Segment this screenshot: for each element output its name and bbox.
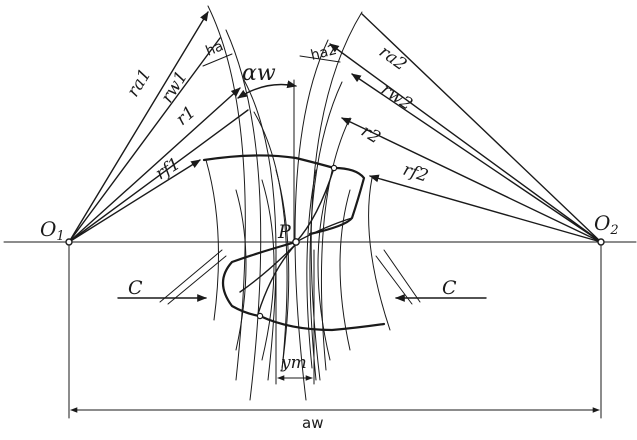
label-o2: O2 [594, 211, 619, 238]
label-ha2: ha2 [309, 42, 338, 64]
label-alpha-w: αw [242, 61, 276, 86]
label-ra2: ra2 [375, 42, 410, 75]
label-ym: ym [280, 353, 307, 373]
alpha-arc [237, 80, 297, 99]
label-rw1: rw1 [157, 68, 192, 107]
label-rf1: rf1 [152, 154, 184, 184]
label-ra1: ra1 [123, 65, 155, 100]
pitch-point-p [292, 238, 300, 246]
center-o1 [65, 238, 73, 246]
tooth-outline-heavy [202, 154, 386, 332]
contact-point-lower [256, 312, 264, 320]
label-ha: ha [204, 38, 226, 59]
label-c-left: C [128, 277, 143, 299]
label-r2: r2 [357, 121, 384, 148]
label-rf2: rf2 [400, 160, 430, 187]
label-r1: r1 [172, 102, 199, 130]
label-c-right: C [442, 277, 457, 299]
label-rw2: rw2 [377, 80, 416, 115]
gear2-circle-arcs [294, 11, 363, 401]
tooth-profiles [205, 159, 391, 369]
o1-radius-lines [68, 11, 249, 243]
o2-radius-lines [299, 13, 602, 243]
center-o2 [597, 238, 605, 246]
label-aw: aw [302, 414, 323, 432]
label-p: P [277, 221, 292, 243]
contact-point-upper [330, 164, 338, 172]
label-o1: O1 [40, 217, 65, 244]
